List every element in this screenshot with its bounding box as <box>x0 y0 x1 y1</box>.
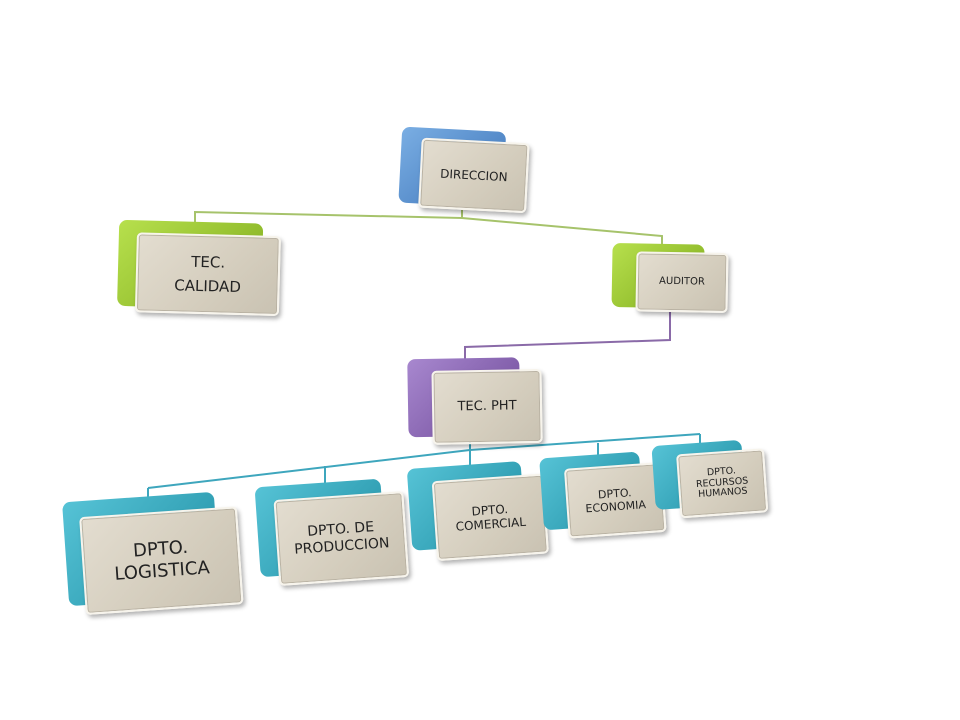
connector-auditor-pht <box>464 312 671 360</box>
tec-calidad-label-line2: CALIDAD <box>174 276 242 297</box>
node-dpto-comercial: DPTO. COMERCIAL <box>406 459 553 567</box>
node-dpto-rrhh: DPTO. RECURSOS HUMANOS <box>651 438 772 524</box>
tec-calidad-label-line1: TEC. <box>191 252 226 272</box>
connector-direccion-children <box>194 210 463 226</box>
node-auditor: AUDITOR <box>611 242 730 315</box>
economia-label-line2: ECONOMIA <box>585 498 647 516</box>
comercial-label-line2: COMERCIAL <box>455 514 527 534</box>
rrhh-label-line3: HUMANOS <box>697 486 748 501</box>
tec-pht-label: TEC. PHT <box>457 398 517 415</box>
connector-direccion-auditor <box>461 217 663 246</box>
direccion-label: DIRECCION <box>439 166 508 184</box>
auditor-label: AUDITOR <box>658 275 705 288</box>
node-dpto-logistica: DPTO. LOGISTICA <box>62 490 250 622</box>
node-tec-calidad: TEC. CALIDAD <box>117 219 285 320</box>
node-direccion: DIRECCION <box>398 126 534 219</box>
logistica-label-line2: LOGISTICA <box>113 557 211 585</box>
node-dpto-produccion: DPTO. DE PRODUCCION <box>254 477 414 591</box>
connector-pht-bus-right <box>469 433 701 451</box>
node-tec-pht: TEC. PHT <box>407 357 549 449</box>
node-dpto-economia: DPTO. ECONOMIA <box>539 450 671 545</box>
